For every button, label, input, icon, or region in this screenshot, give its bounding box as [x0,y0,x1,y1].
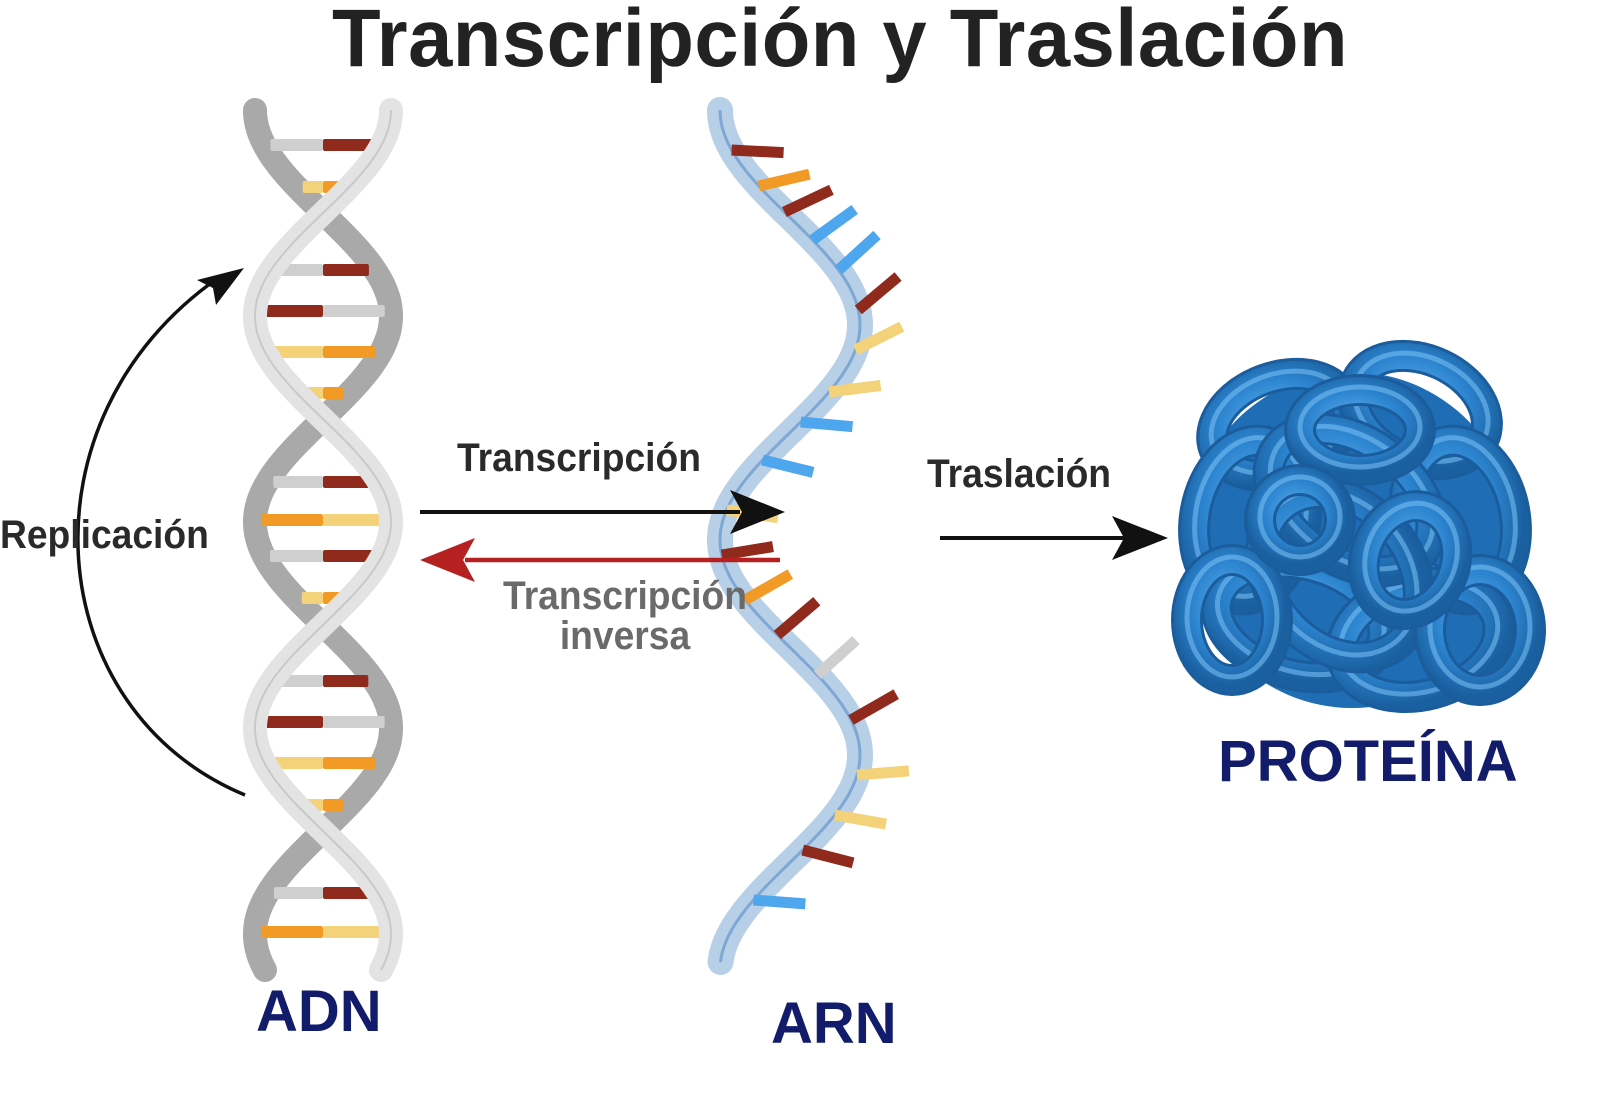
rna-single-strand-icon [707,97,910,975]
protein-blob-icon [1171,339,1546,714]
replication-label: Replicación [0,513,209,557]
reverse-transcription-line1: Transcripción [503,574,747,618]
replication-arrow [76,268,246,797]
protein-label: PROTEÍNA [1218,729,1518,794]
rna-label: ARN [771,991,897,1056]
reverse-transcription-label: Transcripción inversa [481,576,769,656]
reverse-transcription-line2: inversa [559,614,691,658]
translation-arrow [940,516,1168,560]
translation-label: Traslación [927,452,1112,496]
transcription-label: Transcripción [457,436,701,480]
dna-double-helix-icon [242,98,404,982]
transcription-arrow [420,490,785,534]
diagram-title: Transcripción y Traslación [331,0,1349,84]
dna-label: ADN [256,979,382,1044]
reverse-transcription-arrow [420,538,780,582]
